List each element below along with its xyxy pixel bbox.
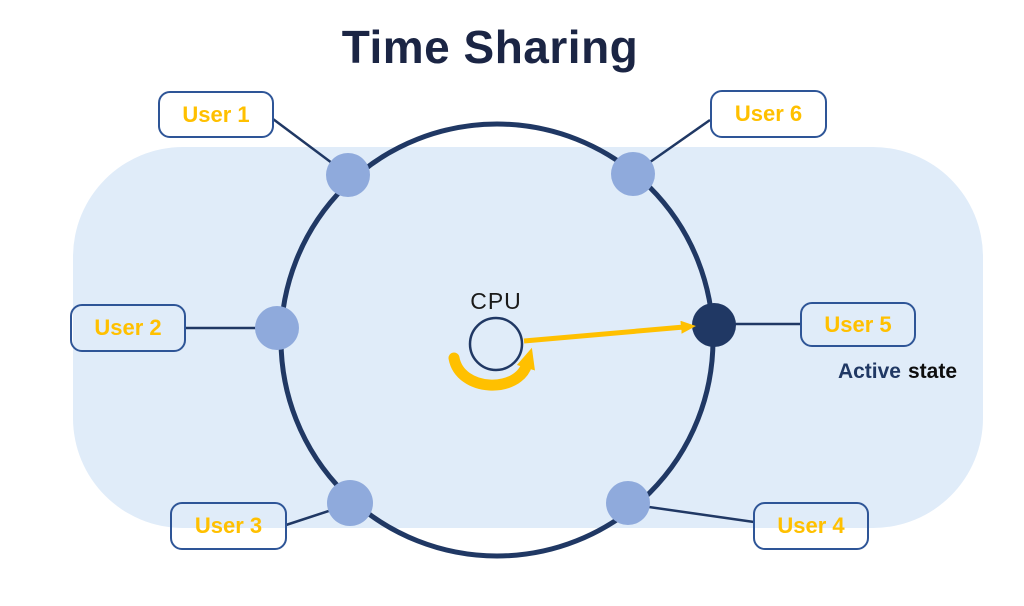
rotation-arrow-icon xyxy=(448,347,535,391)
node-user-2 xyxy=(255,306,299,350)
active-state-word-state: state xyxy=(907,360,957,383)
user-4-label: User 4 xyxy=(777,513,845,538)
pill-background xyxy=(73,147,983,528)
user-3-label: User 3 xyxy=(194,513,263,538)
active-state-word-active: Active xyxy=(837,360,901,383)
user-5-box: User 5 xyxy=(800,302,916,347)
user-1-label: User 1 xyxy=(182,101,250,127)
user-4-box: User 4 xyxy=(753,502,869,550)
cpu-to-active-arrow-icon xyxy=(523,320,696,344)
user-3-box: User 3 xyxy=(170,502,287,550)
user-2-label: User 2 xyxy=(94,315,162,340)
active-state-caption: Active state xyxy=(795,360,957,384)
cpu-label: CPU xyxy=(470,288,522,314)
node-user-6 xyxy=(611,152,655,196)
node-user-4 xyxy=(606,481,650,525)
node-user-3 xyxy=(327,480,373,526)
user-5-label: User 5 xyxy=(824,311,892,337)
user-6-label: User 6 xyxy=(734,101,803,126)
user-6-box: User 6 xyxy=(710,90,827,138)
user-2-box: User 2 xyxy=(70,304,186,352)
node-user-5-active xyxy=(692,303,736,347)
user-1-box: User 1 xyxy=(158,91,274,138)
node-user-1 xyxy=(326,153,370,197)
cpu-circle xyxy=(468,316,524,372)
page-title: Time Sharing xyxy=(341,21,639,73)
